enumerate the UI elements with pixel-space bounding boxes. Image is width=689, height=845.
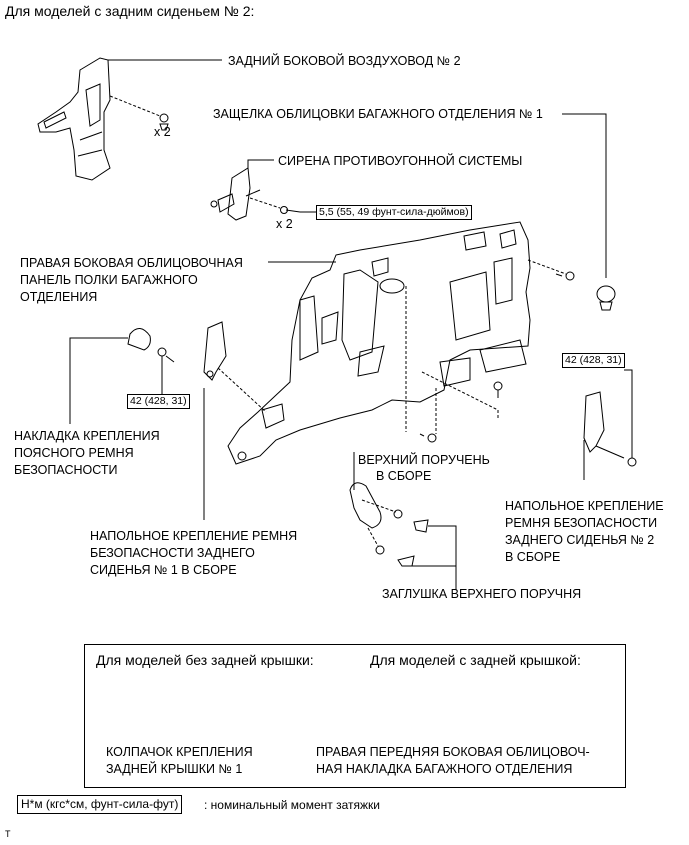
dash-right-bolt	[527, 259, 567, 275]
dash-siren-bolt	[249, 197, 281, 209]
siren-bolt	[280, 206, 301, 214]
label-belt-1-1: НАПОЛЬНОЕ КРЕПЛЕНИЕ РЕМНЯ	[90, 529, 298, 543]
label-belt-2-3: ЗАДНЕГО СИДЕНЬЯ № 2	[505, 533, 655, 547]
panel-bolt-lower	[419, 433, 437, 443]
leader-belt-2-torque	[624, 369, 633, 458]
leader-handle-plug	[428, 525, 457, 590]
siren-part	[210, 167, 261, 221]
label-belt-1-2: БЕЗОПАСНОСТИ ЗАДНЕГО	[90, 546, 255, 560]
label-belt-1-3: СИДЕНЬЯ № 1 В СБОРЕ	[90, 563, 237, 577]
label-siren: СИРЕНА ПРОТИВОУГОННОЙ СИСТЕМЫ	[278, 154, 523, 168]
label-handle-2: В СБОРЕ	[376, 469, 432, 483]
label-lap-cover-2: ПОЯСНОГО РЕМНЯ	[14, 446, 134, 460]
side-trim-panel	[227, 221, 531, 465]
inset-right-part-1: ПРАВАЯ ПЕРЕДНЯЯ БОКОВАЯ ОБЛИЦОВОЧ-	[316, 745, 590, 759]
air-duct-part	[37, 57, 111, 181]
dash-bracket	[421, 371, 499, 418]
label-lap-cover-1: НАКЛАДКА КРЕПЛЕНИЯ	[14, 429, 160, 443]
qty-duct-clip: x 2	[154, 125, 171, 139]
label-air-duct: ЗАДНИЙ БОКОВОЙ ВОЗДУХОВОД № 2	[228, 54, 461, 68]
dash-duct-clip	[109, 95, 161, 117]
handle-bolt-bottom	[375, 545, 385, 555]
label-trim-clip: ЗАЩЕЛКА ОБЛИЦОВКИ БАГАЖНОГО ОТДЕЛЕНИЯ № …	[213, 107, 543, 121]
label-handle-1: ВЕРХНИЙ ПОРУЧЕНЬ	[358, 453, 490, 467]
inset-left-part-2: ЗАДНЕЙ КРЫШКИ № 1	[106, 762, 243, 776]
handle-plug-bottom	[397, 555, 415, 567]
seat-belt-2	[583, 391, 637, 467]
page-title: Для моделей с задним сиденьем № 2:	[5, 3, 255, 19]
torque-siren: 5,5 (55, 49 фунт-сила-дюймов)	[316, 205, 472, 220]
handle-bolt-top	[393, 509, 403, 519]
legend-unit-box: Н*м (кгс*см, фунт-сила-фут)	[17, 795, 183, 814]
lap-belt-cover	[127, 328, 151, 351]
panel-bolt-right	[555, 271, 575, 281]
trim-clip	[596, 285, 616, 311]
panel-bracket	[439, 339, 527, 387]
inset-variants-box	[84, 644, 626, 788]
leader-lap-cover	[69, 337, 128, 424]
belt-1-bolt	[157, 347, 175, 363]
dash-handle-bottom	[367, 527, 379, 547]
qty-siren-bolt: x 2	[276, 217, 293, 231]
label-belt-2-4: В СБОРЕ	[505, 550, 561, 564]
legend-description: : номинальный момент затяжки	[204, 798, 380, 812]
handle-plug-top	[413, 519, 429, 533]
footer-mark: T	[5, 829, 11, 839]
inset-right-part-2: НАЯ НАКЛАДКА БАГАЖНОГО ОТДЕЛЕНИЯ	[316, 762, 573, 776]
inset-right-heading: Для моделей с задней крышкой:	[370, 652, 581, 668]
panel-bolt-bracket	[493, 381, 503, 398]
label-belt-2-1: НАПОЛЬНОЕ КРЕПЛЕНИЕ	[505, 499, 664, 513]
label-side-panel-3: ОТДЕЛЕНИЯ	[20, 290, 98, 304]
label-side-panel-2: ПАНЕЛЬ ПОЛКИ БАГАЖНОГО	[20, 273, 198, 287]
leader-trim-clip	[562, 113, 607, 278]
dash-belt-1	[217, 367, 267, 413]
leader-siren	[247, 159, 274, 168]
torque-belt-1: 42 (428, 31)	[127, 394, 190, 409]
duct-clip	[159, 113, 169, 131]
inset-left-part-1: КОЛПАЧОК КРЕПЛЕНИЯ	[106, 745, 253, 759]
label-belt-2-2: РЕМНЯ БЕЗОПАСНОСТИ	[505, 516, 658, 530]
torque-belt-2: 42 (428, 31)	[562, 353, 625, 368]
label-handle-plug: ЗАГЛУШКА ВЕРХНЕГО ПОРУЧНЯ	[382, 587, 582, 601]
label-lap-cover-3: БЕЗОПАСНОСТИ	[14, 463, 118, 477]
seat-belt-1	[203, 321, 227, 381]
dash-handle-top	[361, 499, 397, 513]
inset-left-heading: Для моделей без задней крышки:	[96, 652, 314, 668]
label-side-panel-1: ПРАВАЯ БОКОВАЯ ОБЛИЦОВОЧНАЯ	[20, 256, 243, 270]
